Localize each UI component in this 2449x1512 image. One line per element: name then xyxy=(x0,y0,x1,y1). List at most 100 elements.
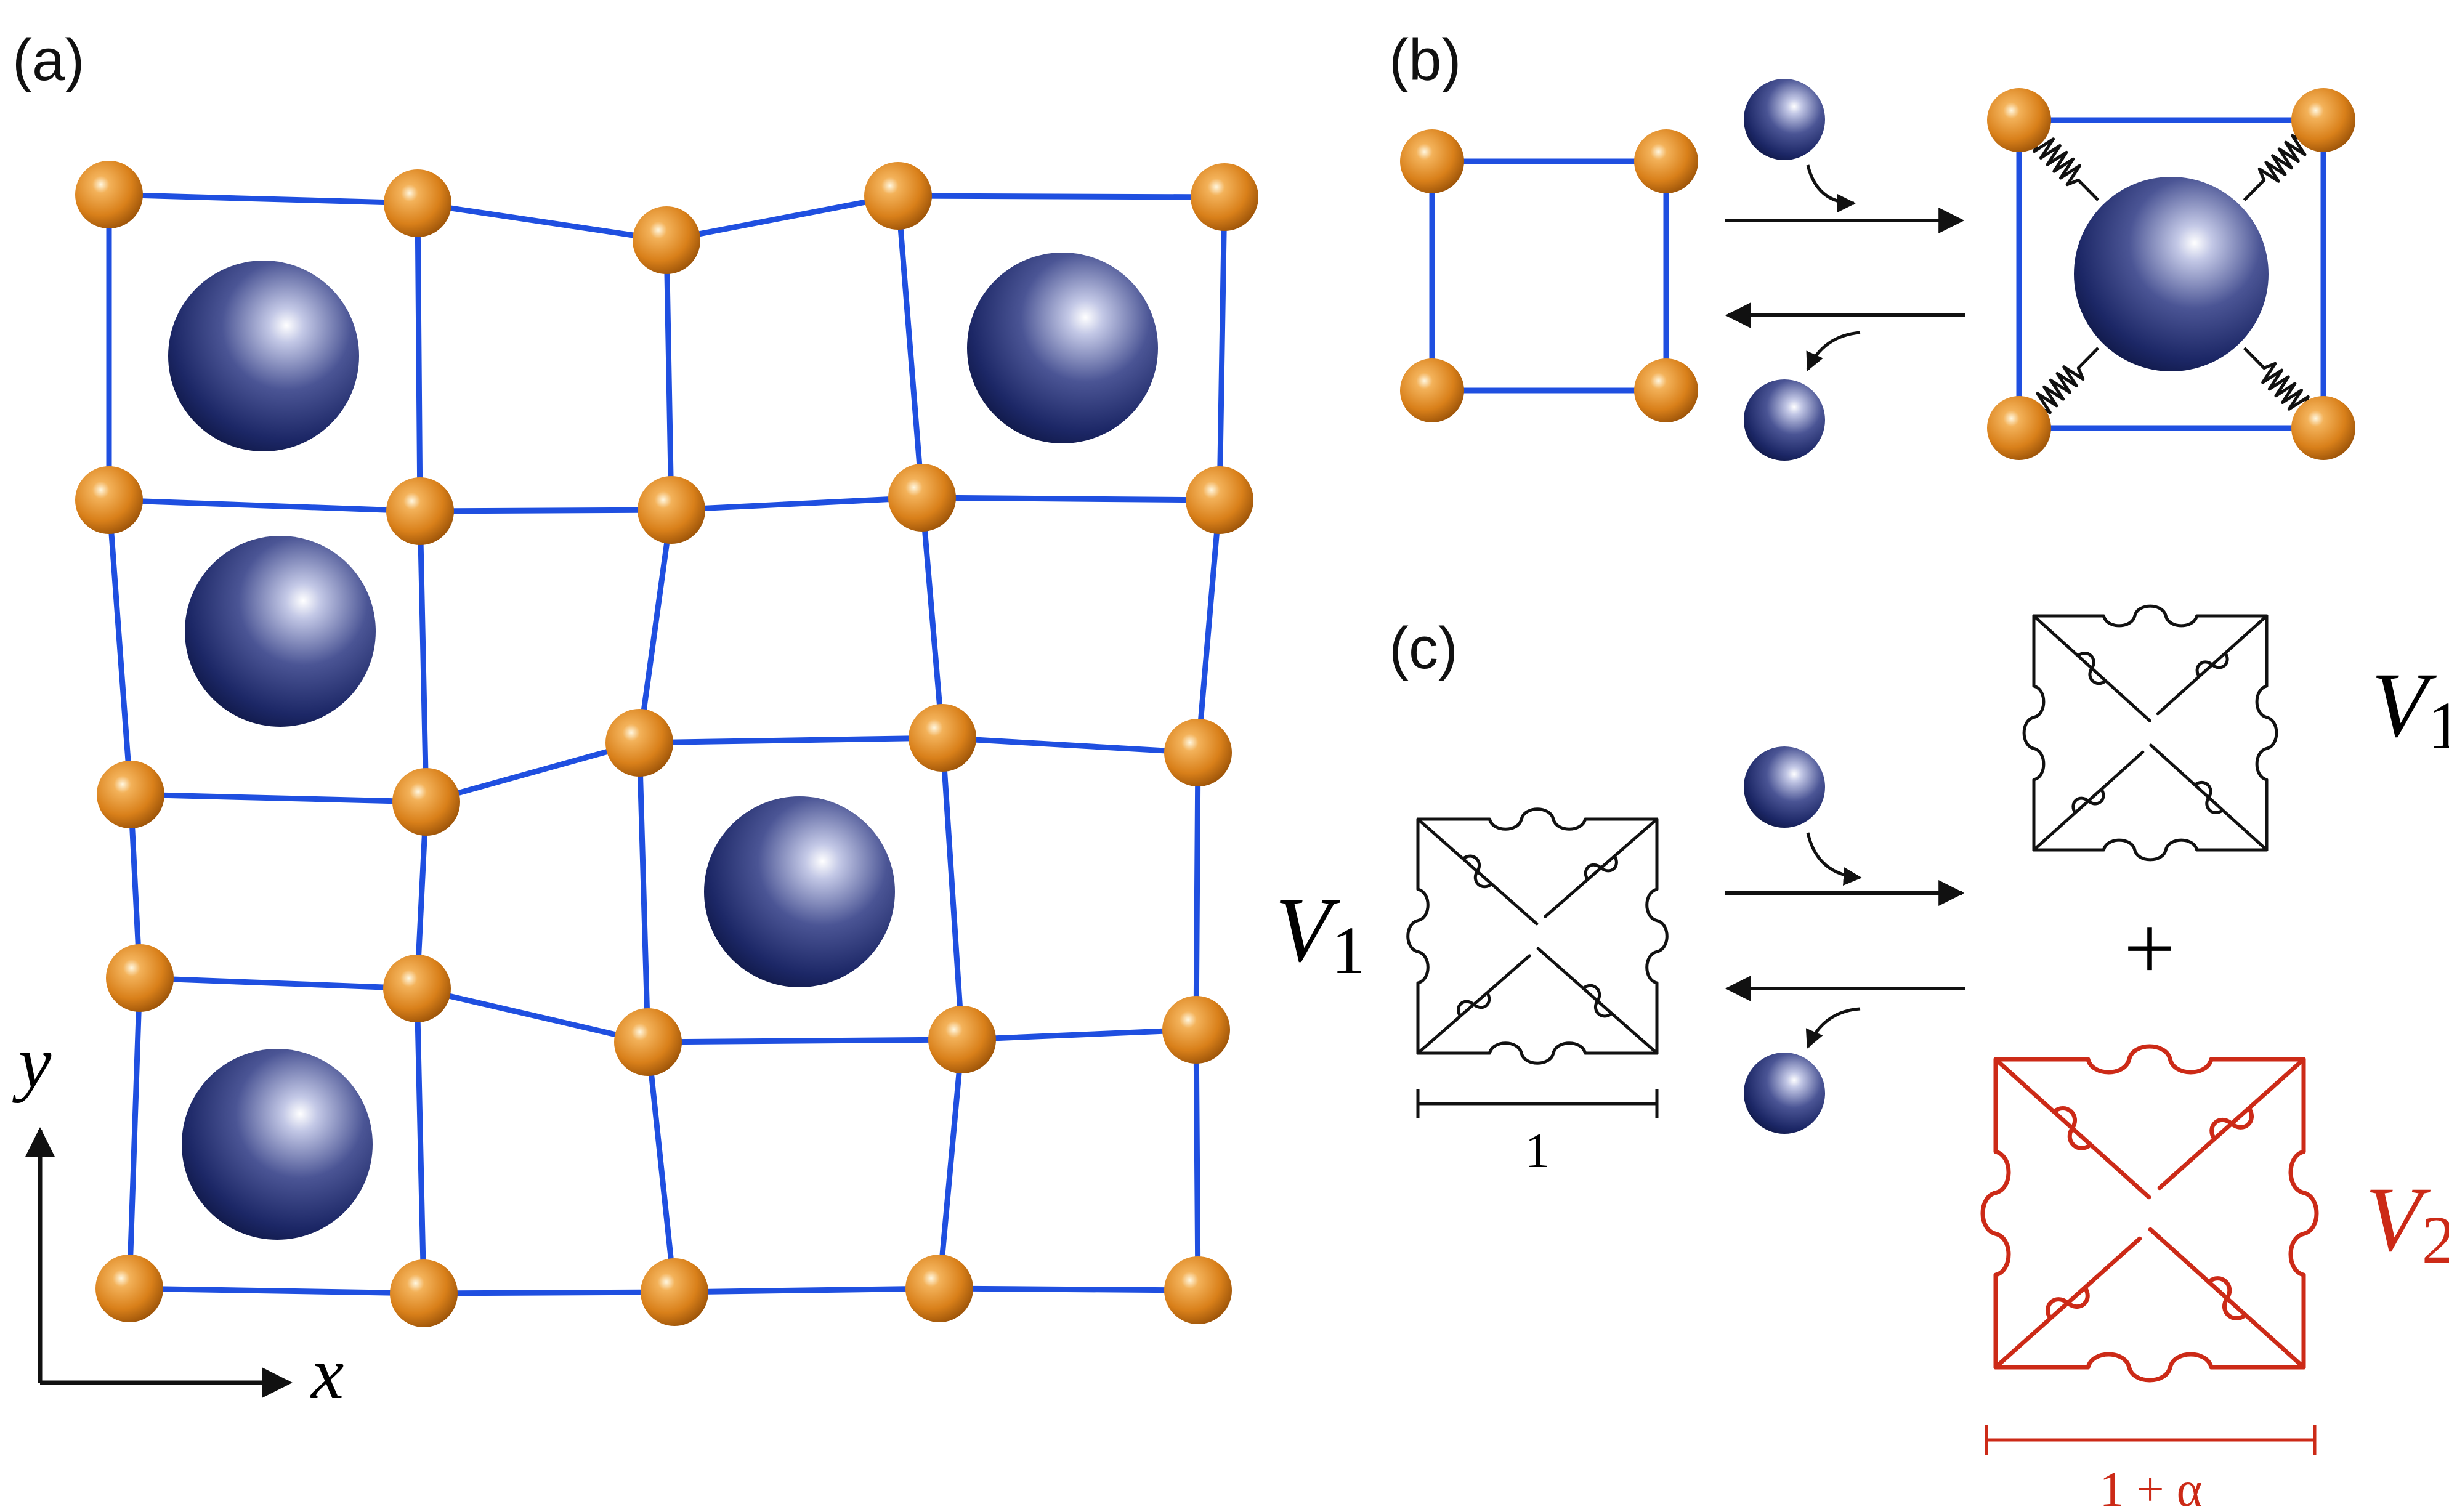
spring xyxy=(2018,119,2100,201)
host-atom xyxy=(2291,88,2355,152)
host-atom xyxy=(1987,396,2051,460)
solute-atom-incoming xyxy=(1744,79,1825,160)
scale-bar-left: 1 xyxy=(1416,1089,1659,1178)
bond xyxy=(414,985,427,1296)
scale-label-left: 1 xyxy=(1525,1124,1550,1178)
filled-cell xyxy=(1987,88,2355,460)
bond xyxy=(126,1285,427,1296)
curved-arrow-out xyxy=(1805,1007,1861,1049)
host-atom xyxy=(1162,996,1230,1064)
curved-arrow-in xyxy=(1806,164,1856,212)
curved-arrow-in xyxy=(1806,832,1862,886)
curved-arrow-out xyxy=(1806,331,1861,371)
bond xyxy=(106,497,423,514)
host-atom xyxy=(1164,719,1232,786)
host-atom xyxy=(384,169,451,237)
bond xyxy=(939,735,1201,756)
solute-atom xyxy=(182,1049,373,1240)
cell-bonds xyxy=(1429,158,1669,394)
bond xyxy=(919,495,945,741)
panel-a-label: (a) xyxy=(12,27,84,93)
panel-a: (a) y x xyxy=(12,27,1258,1414)
spring xyxy=(2243,347,2325,429)
edge-spring xyxy=(1416,807,1659,831)
bond xyxy=(414,985,651,1045)
diagonal-spring xyxy=(1993,1236,2142,1370)
bond xyxy=(415,200,670,243)
bond xyxy=(939,735,965,1043)
bond xyxy=(919,495,1223,503)
diagonal-spring xyxy=(1536,947,1659,1055)
diagonal-spring xyxy=(2032,614,2151,722)
bond xyxy=(1193,1027,1201,1293)
x-axis-label: x xyxy=(310,1332,344,1414)
spring xyxy=(2018,347,2100,429)
lattice-bonds xyxy=(106,192,1228,1296)
plus-sign: + xyxy=(2124,897,2176,1000)
edge-spring xyxy=(1406,817,1430,1055)
bond xyxy=(106,192,421,206)
host-atom xyxy=(888,464,956,532)
bond xyxy=(1193,750,1201,1033)
bond xyxy=(1216,194,1228,503)
cell-bonds xyxy=(2016,117,2326,431)
host-atom xyxy=(383,955,451,1022)
bond xyxy=(1195,497,1223,756)
bond xyxy=(671,1285,942,1295)
lattice-nodes xyxy=(75,161,1258,1327)
host-atom xyxy=(909,704,976,772)
bond xyxy=(645,1037,965,1045)
solute-atom xyxy=(704,796,895,987)
host-atom xyxy=(106,944,174,1012)
scale-bar-right: 1 + α xyxy=(1985,1425,2317,1512)
host-atom xyxy=(1191,163,1258,231)
host-atom xyxy=(1400,358,1464,422)
bond xyxy=(126,975,143,1292)
solute-atom xyxy=(967,253,1158,443)
host-atom xyxy=(1987,88,2051,152)
host-atom xyxy=(638,476,705,544)
spring-cell-right-top xyxy=(2022,604,2278,862)
bond xyxy=(663,237,674,513)
host-atom xyxy=(95,1255,163,1322)
bond xyxy=(663,193,901,243)
panel-b: (b) xyxy=(1389,27,2355,461)
edge-spring xyxy=(1980,1057,2011,1370)
potential-label-left: V1 xyxy=(1275,879,1366,988)
diagonal-spring xyxy=(1993,1057,2151,1200)
diagonal-spring xyxy=(1416,817,1539,926)
host-atom xyxy=(905,1255,973,1322)
host-atom xyxy=(928,1006,996,1073)
host-atom xyxy=(75,161,143,228)
axes-indicator: y x xyxy=(12,1021,344,1414)
host-atom xyxy=(390,1259,458,1327)
solute-atom xyxy=(185,536,376,727)
solute-atom xyxy=(168,261,359,451)
host-atom xyxy=(1634,358,1698,422)
diagonal-spring xyxy=(2149,743,2269,852)
host-atom xyxy=(864,162,932,230)
solute-atom xyxy=(2074,177,2269,371)
diagonal-spring xyxy=(2156,614,2269,716)
bond xyxy=(936,1037,965,1292)
host-atom xyxy=(1186,466,1253,534)
solute-atom-outgoing xyxy=(1744,379,1825,461)
edge-spring xyxy=(2255,614,2278,852)
bond xyxy=(895,193,925,501)
diagonal-spring xyxy=(1416,954,1531,1055)
spring-cell-right-bottom xyxy=(1980,1044,2319,1383)
reaction-arrows-c xyxy=(1725,746,1965,1134)
host-atom xyxy=(75,466,143,534)
edge-spring xyxy=(1416,1041,1659,1065)
diagonal-spring xyxy=(2148,1227,2306,1370)
bond xyxy=(936,1285,1201,1293)
diagonal-spring xyxy=(2032,750,2145,852)
bond xyxy=(959,1027,1199,1043)
bond xyxy=(417,507,674,514)
bond xyxy=(128,791,429,805)
edge-spring xyxy=(2022,614,2046,852)
bond xyxy=(137,975,420,992)
host-atom xyxy=(605,709,673,777)
bond xyxy=(668,495,925,513)
